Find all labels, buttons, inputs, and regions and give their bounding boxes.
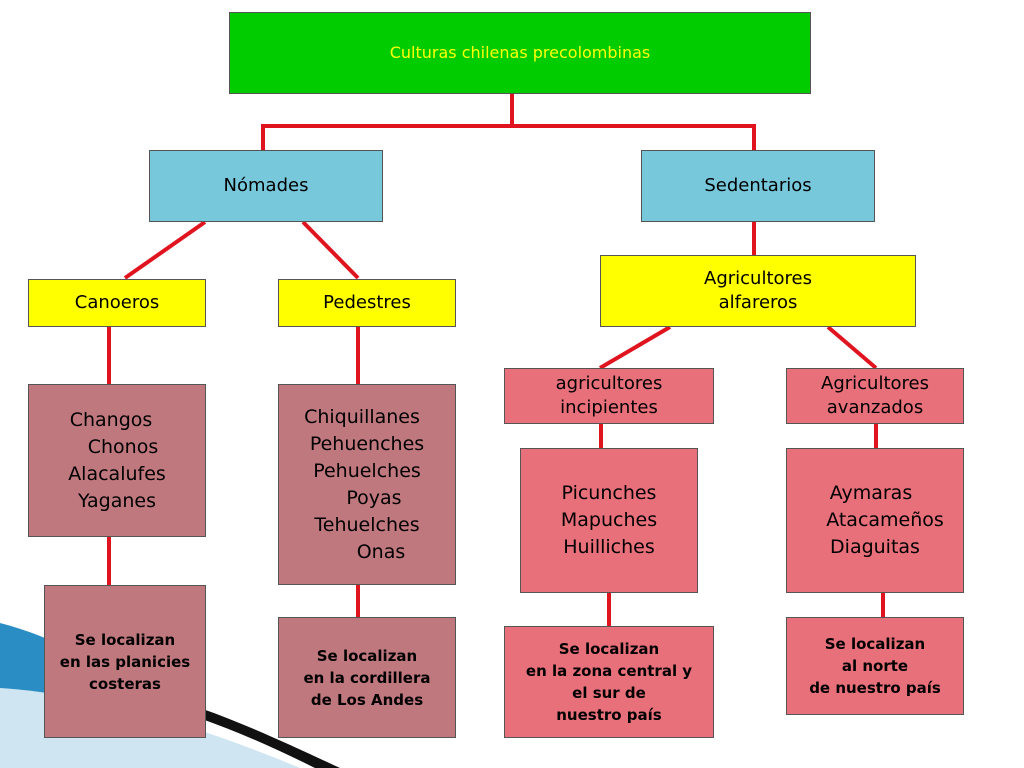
location-line: costeras	[89, 674, 161, 693]
node-canoeros-label: Canoeros	[74, 292, 160, 313]
location-line: en la zona central y	[525, 662, 693, 680]
list-canoeros-peoples: Changos Chonos Alacalufes Yaganes	[28, 384, 206, 537]
node-nomades: Nómades	[149, 150, 383, 222]
location-line: en la cordillera	[303, 668, 431, 687]
root-node: Culturas chilenas precolombinas	[229, 12, 811, 94]
people-item: Huilliches	[563, 536, 655, 558]
node-sedentarios: Sedentarios	[641, 150, 875, 222]
people-item: Yaganes	[78, 489, 156, 512]
location-line: Se localizan	[74, 630, 176, 649]
node-nomades-label: Nómades	[223, 175, 309, 196]
location-line: al norte	[841, 657, 909, 675]
location-line: Se localizan	[558, 640, 660, 658]
alfareros-line-1: Agricultores	[704, 268, 812, 289]
root-title: Culturas chilenas precolombinas	[389, 43, 651, 62]
location-line: de Los Andes	[310, 690, 424, 709]
avanzados-line-1: Agricultores	[821, 373, 929, 394]
location-canoeros: Se localizan en las planicies costeras	[44, 585, 206, 738]
people-item: Chonos	[87, 435, 159, 458]
node-agricultores-alfareros: Agricultores alfareros	[600, 255, 916, 327]
location-line: el sur de	[572, 684, 646, 702]
incipientes-line-1: agricultores	[555, 373, 663, 394]
location-line: de nuestro país	[809, 679, 941, 697]
node-pedestres: Pedestres	[278, 279, 456, 327]
avanzados-line-2: avanzados	[826, 397, 924, 418]
people-item: Mapuches	[560, 509, 658, 531]
location-line: nuestro país	[556, 706, 662, 724]
connector-nomades-pedestres	[301, 220, 360, 280]
incipientes-line-2: incipientes	[560, 397, 658, 418]
location-pedestres: Se localizan en la cordillera de Los And…	[278, 617, 456, 738]
people-item: Onas	[356, 540, 406, 563]
node-sedentarios-label: Sedentarios	[704, 175, 812, 196]
location-line: Se localizan	[316, 646, 418, 665]
node-agricultores-avanzados: Agricultores avanzados	[786, 368, 964, 424]
node-pedestres-label: Pedestres	[323, 292, 411, 313]
people-item: Pehuelches	[313, 459, 421, 482]
list-incipientes-peoples: Picunches Mapuches Huilliches	[520, 448, 698, 593]
node-agricultores-incipientes: agricultores incipientes	[504, 368, 714, 424]
people-item: Aymaras	[829, 482, 913, 504]
location-incipientes: Se localizan en la zona central y el sur…	[504, 626, 714, 738]
list-pedestres-peoples: Chiquillanes Pehuenches Pehuelches Poyas…	[278, 384, 456, 585]
location-avanzados: Se localizan al norte de nuestro país	[786, 617, 964, 715]
connector-nomades-canoeros	[123, 220, 207, 280]
node-canoeros: Canoeros	[28, 279, 206, 327]
people-item: Pehuenches	[309, 432, 425, 455]
people-item: Atacameños	[826, 509, 944, 531]
people-item: Tehuelches	[314, 513, 420, 536]
people-item: Alacalufes	[68, 462, 166, 485]
people-item: Diaguitas	[830, 536, 920, 558]
location-line: Se localizan	[824, 635, 926, 653]
connector-alfareros-avanzados	[826, 325, 878, 370]
connector-alfareros-incipientes	[598, 325, 672, 370]
people-item: Picunches	[561, 482, 657, 504]
people-item: Changos	[69, 408, 153, 431]
people-item: Chiquillanes	[304, 405, 420, 428]
list-avanzados-peoples: Aymaras Atacameños Diaguitas	[786, 448, 964, 593]
location-line: en las planicies	[59, 652, 191, 671]
alfareros-line-2: alfareros	[718, 292, 798, 313]
people-item: Poyas	[346, 486, 402, 509]
